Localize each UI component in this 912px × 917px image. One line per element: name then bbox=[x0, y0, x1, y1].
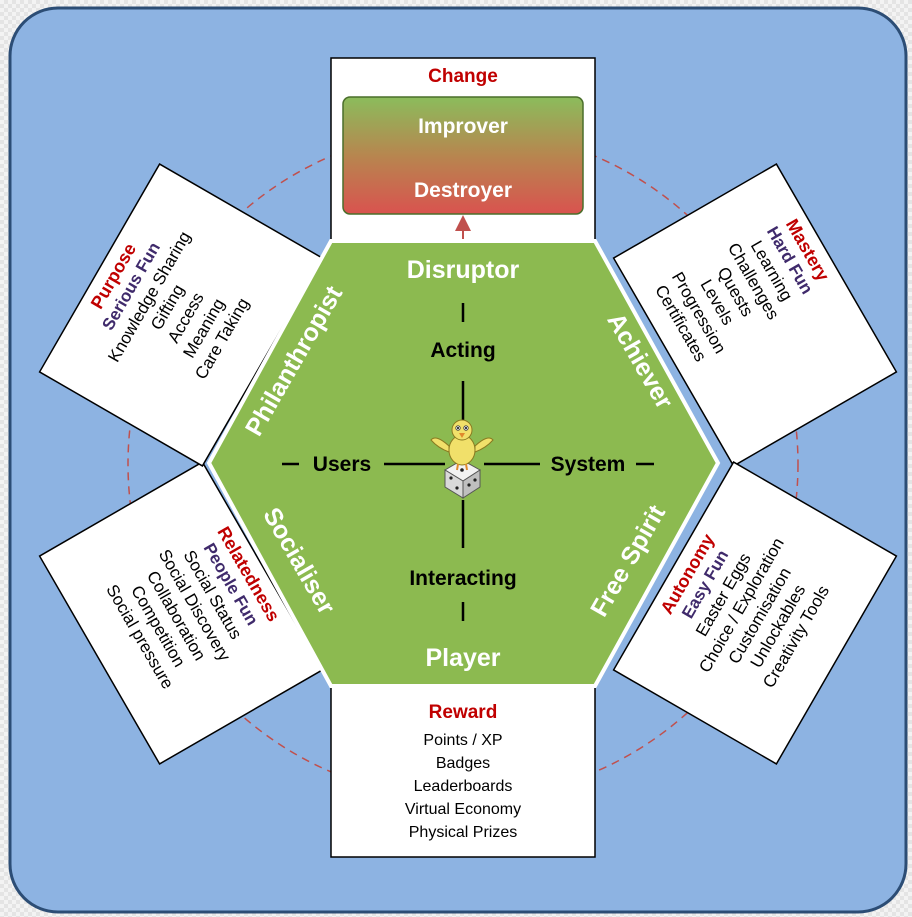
reward-title: Reward bbox=[429, 702, 498, 723]
relatedness-box: Relatedness People Fun Social StatusSoci… bbox=[38, 461, 324, 765]
hex-label-disruptor: Disruptor bbox=[407, 256, 520, 284]
list-item: Physical Prizes bbox=[409, 824, 517, 841]
mastery-box: Mastery Hard Fun LearningChallengesQuest… bbox=[612, 163, 898, 467]
axis-label-system: System bbox=[551, 453, 626, 476]
improver-destroyer-gradient-bar bbox=[342, 96, 584, 215]
change-box: Change Improver Destroyer bbox=[330, 57, 596, 243]
axis-label-users: Users bbox=[313, 453, 371, 476]
improver-label: Improver bbox=[418, 115, 508, 138]
list-item: Points / XP bbox=[423, 732, 502, 749]
reward-box: Reward Points / XP BadgesLeaderboardsVirt… bbox=[330, 686, 596, 858]
destroyer-label: Destroyer bbox=[414, 179, 512, 202]
axis-label-acting: Acting bbox=[430, 339, 495, 362]
hex-label-player: Player bbox=[425, 644, 500, 672]
list-item: Leaderboards bbox=[414, 778, 513, 795]
change-title: Change bbox=[428, 66, 498, 87]
dashed-orbit-circle bbox=[127, 128, 799, 800]
bird-on-dice-icon bbox=[430, 419, 494, 499]
list-item: Badges bbox=[436, 755, 490, 772]
axis-label-interacting: Interacting bbox=[409, 567, 516, 590]
purpose-box: Purpose Serious Fun Knowledge SharingGif… bbox=[38, 163, 324, 467]
list-item: Virtual Economy bbox=[405, 801, 521, 818]
